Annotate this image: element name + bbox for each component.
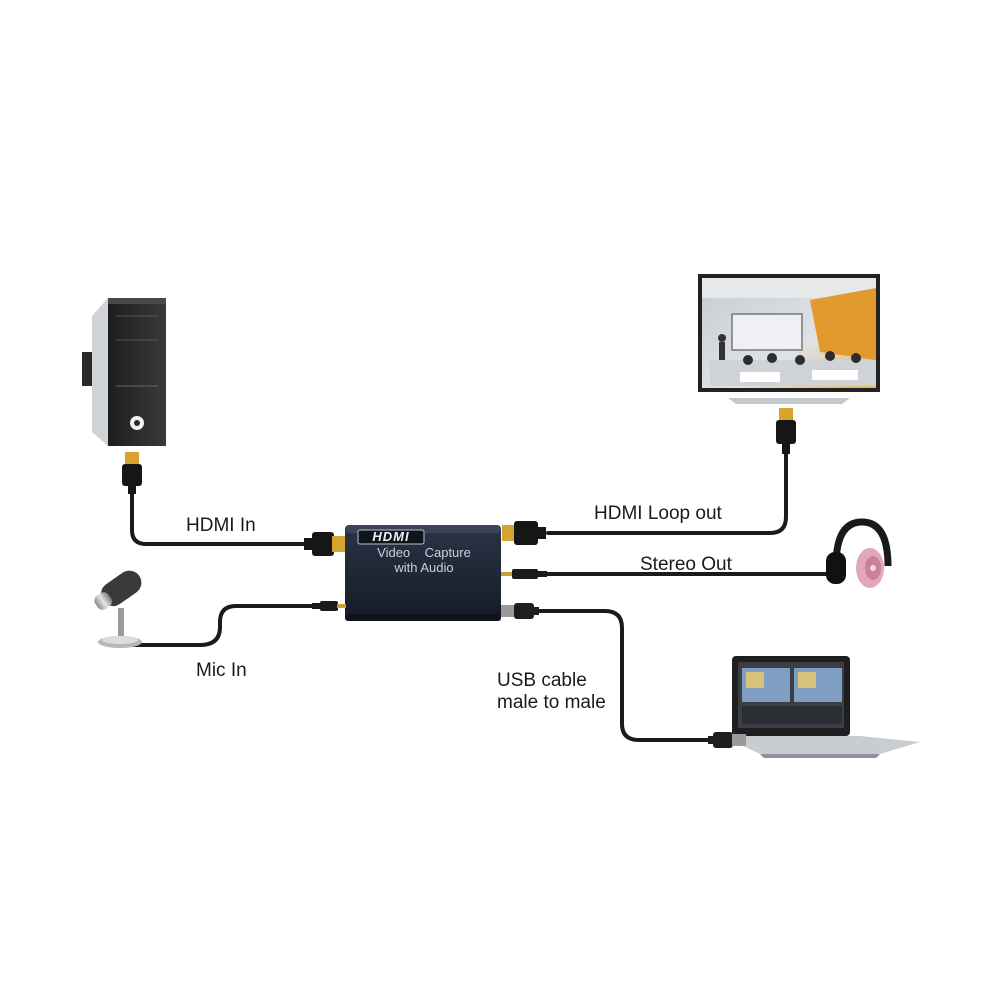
hdmi-loop-out-cable [546, 450, 788, 535]
capture-device: HDMI Video Capture with Audio [345, 525, 501, 621]
hdmi-in-cable [130, 490, 308, 546]
pc-tower-icon [82, 298, 166, 446]
cables [114, 450, 828, 742]
hdmi-plug-tv [776, 408, 796, 454]
usb-plug-laptop [708, 732, 746, 748]
label-usb-line1: USB cable [497, 670, 587, 691]
label-usb-line2: male to male [497, 692, 606, 713]
mic-in-cable [114, 604, 317, 647]
stereo-jack-out [501, 569, 547, 579]
hdmi-plug-in [304, 532, 345, 556]
label-hdmi-in: HDMI In [186, 515, 256, 536]
hdmi-plug-pc [122, 452, 142, 494]
mic-jack-in [312, 601, 346, 611]
usb-cable [534, 609, 714, 742]
device-line1: Video Capture [377, 545, 471, 560]
usb-plug-device [501, 603, 539, 619]
laptop-icon [722, 656, 920, 758]
headphones-icon [826, 518, 892, 588]
label-hdmi-loop-out: HDMI Loop out [594, 503, 723, 524]
microphone-icon [94, 570, 142, 648]
device-logo: HDMI [372, 529, 409, 544]
tv-monitor-icon [698, 274, 880, 404]
label-stereo-out: Stereo Out [640, 554, 733, 575]
device-line2: with Audio [393, 560, 453, 575]
label-mic-in: Mic In [196, 660, 247, 681]
hdmi-plug-out [502, 521, 546, 545]
